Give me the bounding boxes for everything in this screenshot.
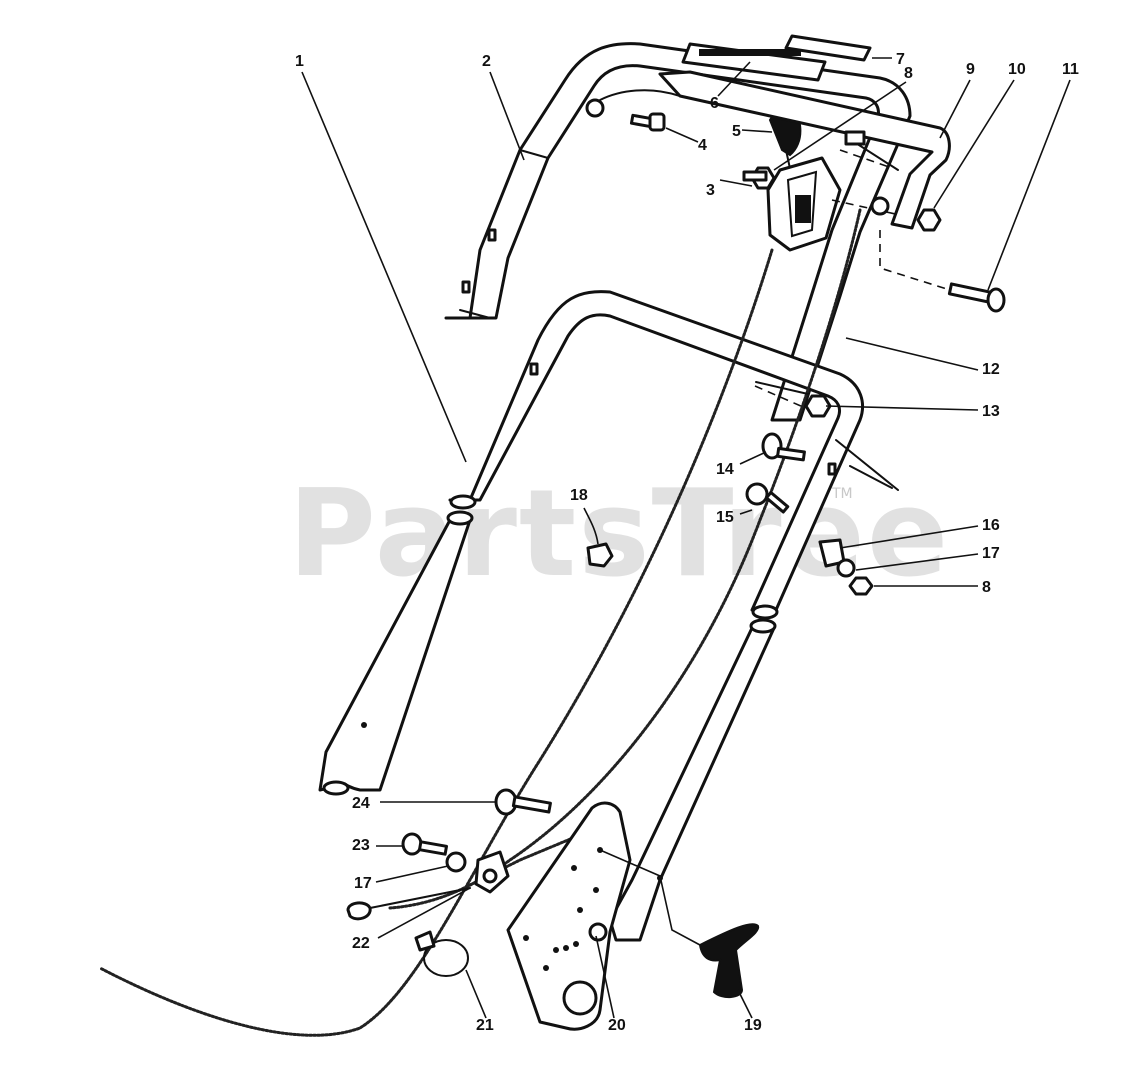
- callout-1: 1: [295, 53, 304, 70]
- callout-15: 15: [716, 509, 734, 526]
- callout-8-upper: 8: [904, 65, 913, 82]
- callout-10: 10: [1008, 61, 1026, 78]
- watermark-trademark: TM: [831, 486, 853, 502]
- callout-19: 19: [744, 1017, 762, 1034]
- callout-16: 16: [982, 517, 1000, 534]
- leader-lines: [301, 57, 1071, 1019]
- callout-20: 20: [608, 1017, 626, 1034]
- mounting-plate: [506, 801, 632, 1031]
- alignment-line: [839, 149, 893, 169]
- upper-handle: [444, 34, 912, 422]
- callout-4: 4: [698, 137, 707, 154]
- right-lower-tube: [608, 618, 777, 942]
- callout-13: 13: [982, 403, 1000, 420]
- callout-8-lower: 8: [982, 579, 991, 596]
- control-lever: [766, 112, 842, 252]
- callout-18: 18: [570, 487, 588, 504]
- callout-21: 21: [476, 1017, 494, 1034]
- callout-22: 22: [352, 935, 370, 952]
- callout-23: 23: [352, 837, 370, 854]
- callout-6: 6: [710, 95, 719, 112]
- callout-9: 9: [966, 61, 975, 78]
- alignment-line: [754, 385, 811, 411]
- callout-14: 14: [716, 461, 734, 478]
- callout-24: 24: [352, 795, 370, 812]
- callout-11: 11: [1062, 61, 1079, 78]
- lower-handle: [448, 290, 864, 620]
- callout-labels: 1 2 3 4 5 6 7 8 9 10 11 12 13 14 15 16 1…: [295, 51, 1079, 1034]
- callout-7: 7: [896, 51, 905, 68]
- left-lower-tube: [318, 510, 474, 796]
- watermark: PartsTree: [288, 465, 950, 604]
- callout-17-upper: 17: [982, 545, 1000, 562]
- callout-5: 5: [732, 123, 741, 140]
- wing-knob: [698, 923, 760, 998]
- callout-12: 12: [982, 361, 1000, 378]
- hardware: [346, 98, 1006, 977]
- callout-17-lower: 17: [354, 875, 372, 892]
- alignment-line: [879, 230, 951, 291]
- callout-3: 3: [706, 182, 715, 199]
- alignment-line: [831, 199, 901, 216]
- throttle-cable: [98, 248, 774, 1037]
- callout-2: 2: [482, 53, 491, 70]
- control-bracket: [599, 70, 951, 230]
